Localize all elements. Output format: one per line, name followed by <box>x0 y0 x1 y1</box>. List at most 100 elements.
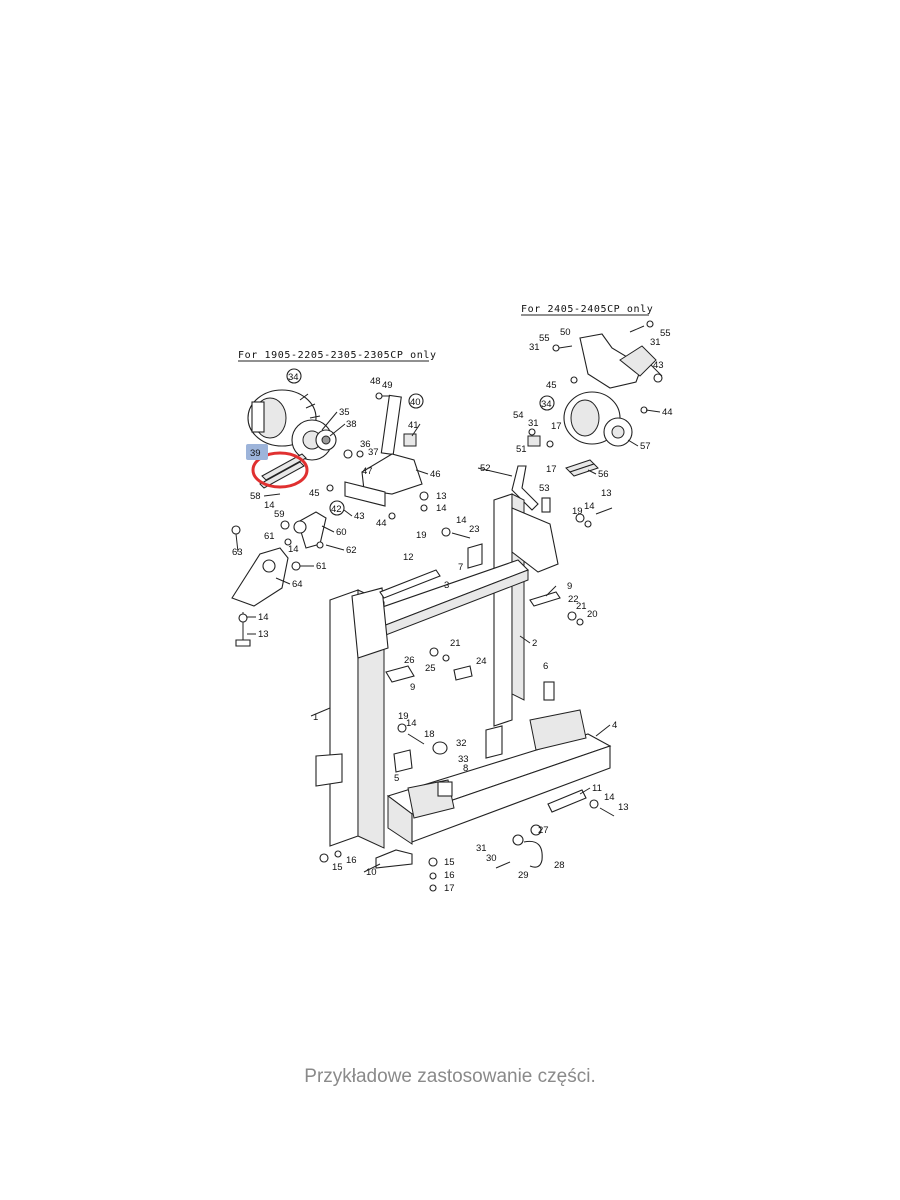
part-tag-39-label: 39 <box>250 448 261 459</box>
callout: 36 <box>360 439 371 450</box>
plate-12 <box>379 569 441 599</box>
callout: 14 <box>258 612 269 623</box>
callout: 43 <box>354 511 365 522</box>
part-tag-39 <box>246 444 268 460</box>
callout: 57 <box>640 441 651 452</box>
callout: 55 <box>660 328 671 339</box>
callout: 14 <box>584 501 595 512</box>
callout: 59 <box>274 509 285 520</box>
highlighted-part-39: 39 <box>246 444 309 489</box>
callout: 31 <box>528 418 539 429</box>
frame-small-parts <box>375 543 587 869</box>
callout: 61 <box>264 531 275 542</box>
callout: 30 <box>486 853 497 864</box>
caption: Przykładowe zastosowanie części. <box>304 1066 596 1087</box>
callout: 16 <box>444 870 455 881</box>
highlight-circle <box>251 451 309 489</box>
callout: 15 <box>332 862 343 873</box>
callout: 53 <box>539 483 550 494</box>
alternator-bracket-50 <box>579 333 657 389</box>
callout: 51 <box>516 444 527 455</box>
callout: 44 <box>376 518 387 529</box>
callout: 16 <box>346 855 357 866</box>
callout: 14 <box>604 792 615 803</box>
link-52 <box>511 435 551 513</box>
callout: 26 <box>404 655 415 666</box>
callout: 28 <box>554 860 565 871</box>
callout: 58 <box>250 491 261 502</box>
callout: 60 <box>336 527 347 538</box>
callout: 14 <box>288 544 299 555</box>
fan-pulley-left <box>291 419 337 461</box>
callout: 21 <box>450 638 461 649</box>
callout: 62 <box>346 545 357 556</box>
callout: 34 <box>541 399 552 410</box>
callout: 54 <box>513 410 524 421</box>
callout: 14 <box>264 500 275 511</box>
callout: 25 <box>425 663 436 674</box>
callout: 11 <box>592 783 602 794</box>
callout: 46 <box>430 469 441 480</box>
left-hardware <box>231 392 429 571</box>
callout: 38 <box>346 419 357 430</box>
callout: 9 <box>410 682 415 693</box>
right-hardware <box>528 320 663 528</box>
callout: 37 <box>368 447 379 458</box>
callout: 2 <box>532 638 537 649</box>
callout: 24 <box>476 656 487 667</box>
callout: 48 <box>370 376 381 387</box>
header-right: For 2405-2405CP only <box>521 304 653 315</box>
callout: 6 <box>543 661 548 672</box>
callout: 41 <box>408 420 419 431</box>
belt-56 <box>565 459 599 477</box>
callout: 23 <box>469 524 480 535</box>
callout: 33 <box>458 754 469 765</box>
callout: 17 <box>551 421 562 432</box>
callout: 56 <box>598 469 609 480</box>
callout: 64 <box>292 579 303 590</box>
callout: 13 <box>618 802 629 813</box>
callout: 20 <box>587 609 598 620</box>
callout: 43 <box>653 360 664 371</box>
callout: 31 <box>650 337 661 348</box>
callout: 4 <box>612 720 617 731</box>
callout-labels: 34 35 38 48 49 40 41 36 37 47 46 58 14 5… <box>232 327 673 894</box>
callout: 44 <box>662 407 673 418</box>
callout: 42 <box>331 504 342 515</box>
alternator-right <box>563 391 633 447</box>
callout: 18 <box>424 729 435 740</box>
callout: 34 <box>288 372 299 383</box>
callout: 15 <box>444 857 455 868</box>
callout: 35 <box>339 407 350 418</box>
callout: 29 <box>518 870 529 881</box>
callout: 12 <box>403 552 414 563</box>
callout: 19 <box>416 530 427 541</box>
callout: 22 <box>568 594 579 605</box>
callout: 10 <box>366 867 377 878</box>
alternator-mount-64 <box>231 547 289 647</box>
callout: 5 <box>394 773 399 784</box>
callout: 61 <box>316 561 327 572</box>
bracket-60 <box>293 511 327 549</box>
callout: 31 <box>529 342 540 353</box>
callout: 45 <box>546 380 557 391</box>
callout: 52 <box>480 463 491 474</box>
callout: 21 <box>576 601 587 612</box>
callout: 9 <box>567 581 572 592</box>
callout: 63 <box>232 547 243 558</box>
callout: 3 <box>444 580 449 591</box>
callout: 17 <box>546 464 557 475</box>
callout: 14 <box>436 503 447 514</box>
callout: 13 <box>601 488 612 499</box>
callout: 47 <box>362 466 373 477</box>
frame-cross-beam-3 <box>351 559 529 659</box>
callout: 7 <box>458 562 463 573</box>
callout: 32 <box>456 738 467 749</box>
leader-lines <box>247 364 663 873</box>
callout: 40 <box>410 397 421 408</box>
callout: 13 <box>436 491 447 502</box>
callout: 49 <box>382 380 393 391</box>
callout: 14 <box>406 718 417 729</box>
callout: 19 <box>572 506 583 517</box>
